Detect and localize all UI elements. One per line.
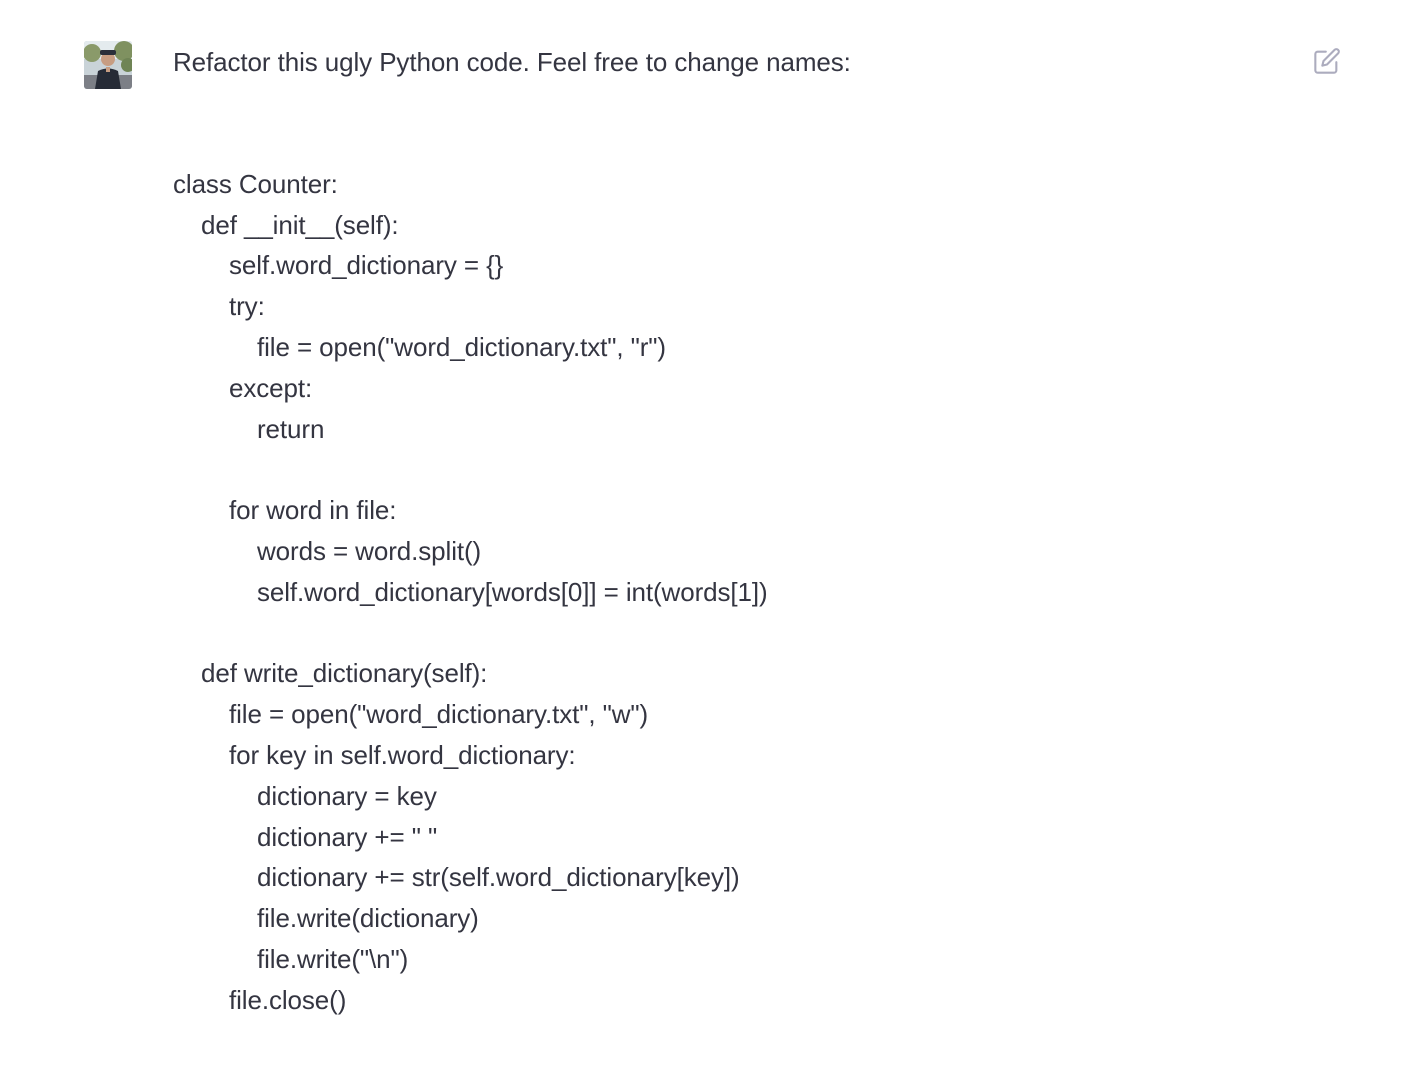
prompt-text: Refactor this ugly Python code. Feel fre…: [173, 47, 851, 77]
message-content: Refactor this ugly Python code. Feel fre…: [173, 42, 1273, 1021]
code-line: for key in self.word_dictionary:: [229, 739, 576, 770]
code-line: file.write(dictionary): [257, 903, 479, 934]
code-line: def write_dictionary(self):: [201, 658, 488, 689]
code-line: return: [257, 413, 325, 444]
code-blank-line: [173, 449, 1273, 490]
code-line: def __init__(self):: [201, 209, 399, 240]
code-blank-line: [173, 613, 1273, 654]
edit-message-button[interactable]: [1310, 44, 1344, 78]
code-line: self.word_dictionary[words[0]] = int(wor…: [257, 576, 768, 607]
code-block: class Counter: def __init__(self): self.wo…: [173, 164, 1273, 1021]
code-line: dictionary += " ": [257, 821, 438, 852]
code-line: words = word.split(): [257, 535, 482, 566]
code-line: file = open("word_dictionary.txt", "w"): [229, 699, 649, 730]
code-line: dictionary = key: [257, 780, 437, 811]
code-line: dictionary += str(self.word_dictionary[k…: [257, 862, 740, 893]
avatar-image: [84, 41, 132, 89]
code-line: for word in file:: [229, 495, 397, 526]
user-avatar: [84, 41, 132, 89]
edit-icon: [1314, 48, 1340, 74]
code-line: file.close(): [229, 984, 347, 1015]
code-line: file.write("\n"): [257, 943, 409, 974]
code-line: try:: [229, 291, 265, 322]
code-line: except:: [229, 372, 313, 403]
code-line: self.word_dictionary = {}: [229, 250, 504, 281]
code-line: class Counter:: [173, 168, 338, 199]
code-line: file = open("word_dictionary.txt", "r"): [257, 331, 666, 362]
